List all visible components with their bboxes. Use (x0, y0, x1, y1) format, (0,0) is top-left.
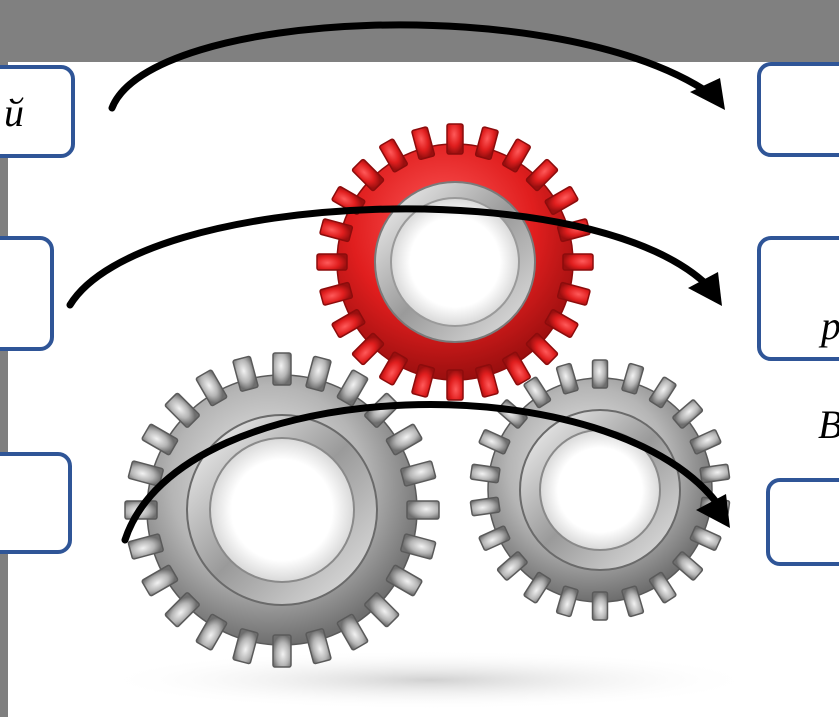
gear-tooth (447, 370, 463, 400)
right-box-middle-text: р (821, 306, 839, 346)
gear-tooth (563, 254, 593, 270)
right-steel-gear-icon (470, 360, 729, 620)
left-box-middle (0, 236, 54, 351)
gear-tooth (142, 565, 179, 597)
gears-shadow (100, 650, 760, 710)
gear-tooth (649, 377, 677, 409)
right-box-middle: р (757, 236, 839, 361)
gear-tooth (470, 497, 500, 516)
gear-tooth (407, 501, 439, 519)
gear-tooth (649, 572, 677, 604)
gear-tooth (700, 464, 730, 483)
gear-tooth (337, 614, 369, 651)
gear-tooth (523, 377, 551, 409)
gear-tooth (196, 370, 228, 407)
gear-tooth (386, 565, 423, 597)
gear-tooth (447, 124, 463, 154)
gear-tooth (142, 424, 179, 456)
gear-tooth (593, 592, 608, 620)
right-stray-letter: В (818, 405, 839, 445)
red-gear-icon (317, 124, 593, 400)
gear-tooth (196, 614, 228, 651)
gear-tooth (273, 635, 291, 667)
gear-tooth (593, 360, 608, 388)
left-steel-gear-icon (125, 353, 439, 667)
left-box-top-text: й (4, 93, 24, 133)
left-box-top: й (0, 65, 75, 158)
gear-tooth (386, 424, 423, 456)
gear-tooth (273, 353, 291, 385)
top-curved-arrow (112, 25, 712, 108)
right-box-bottom (766, 478, 839, 566)
gear-tooth (523, 572, 551, 604)
gear-tooth (470, 464, 500, 483)
left-box-bottom (0, 452, 72, 554)
gear-tooth (317, 254, 347, 270)
right-box-top (757, 62, 839, 157)
gear-tooth (337, 370, 369, 407)
